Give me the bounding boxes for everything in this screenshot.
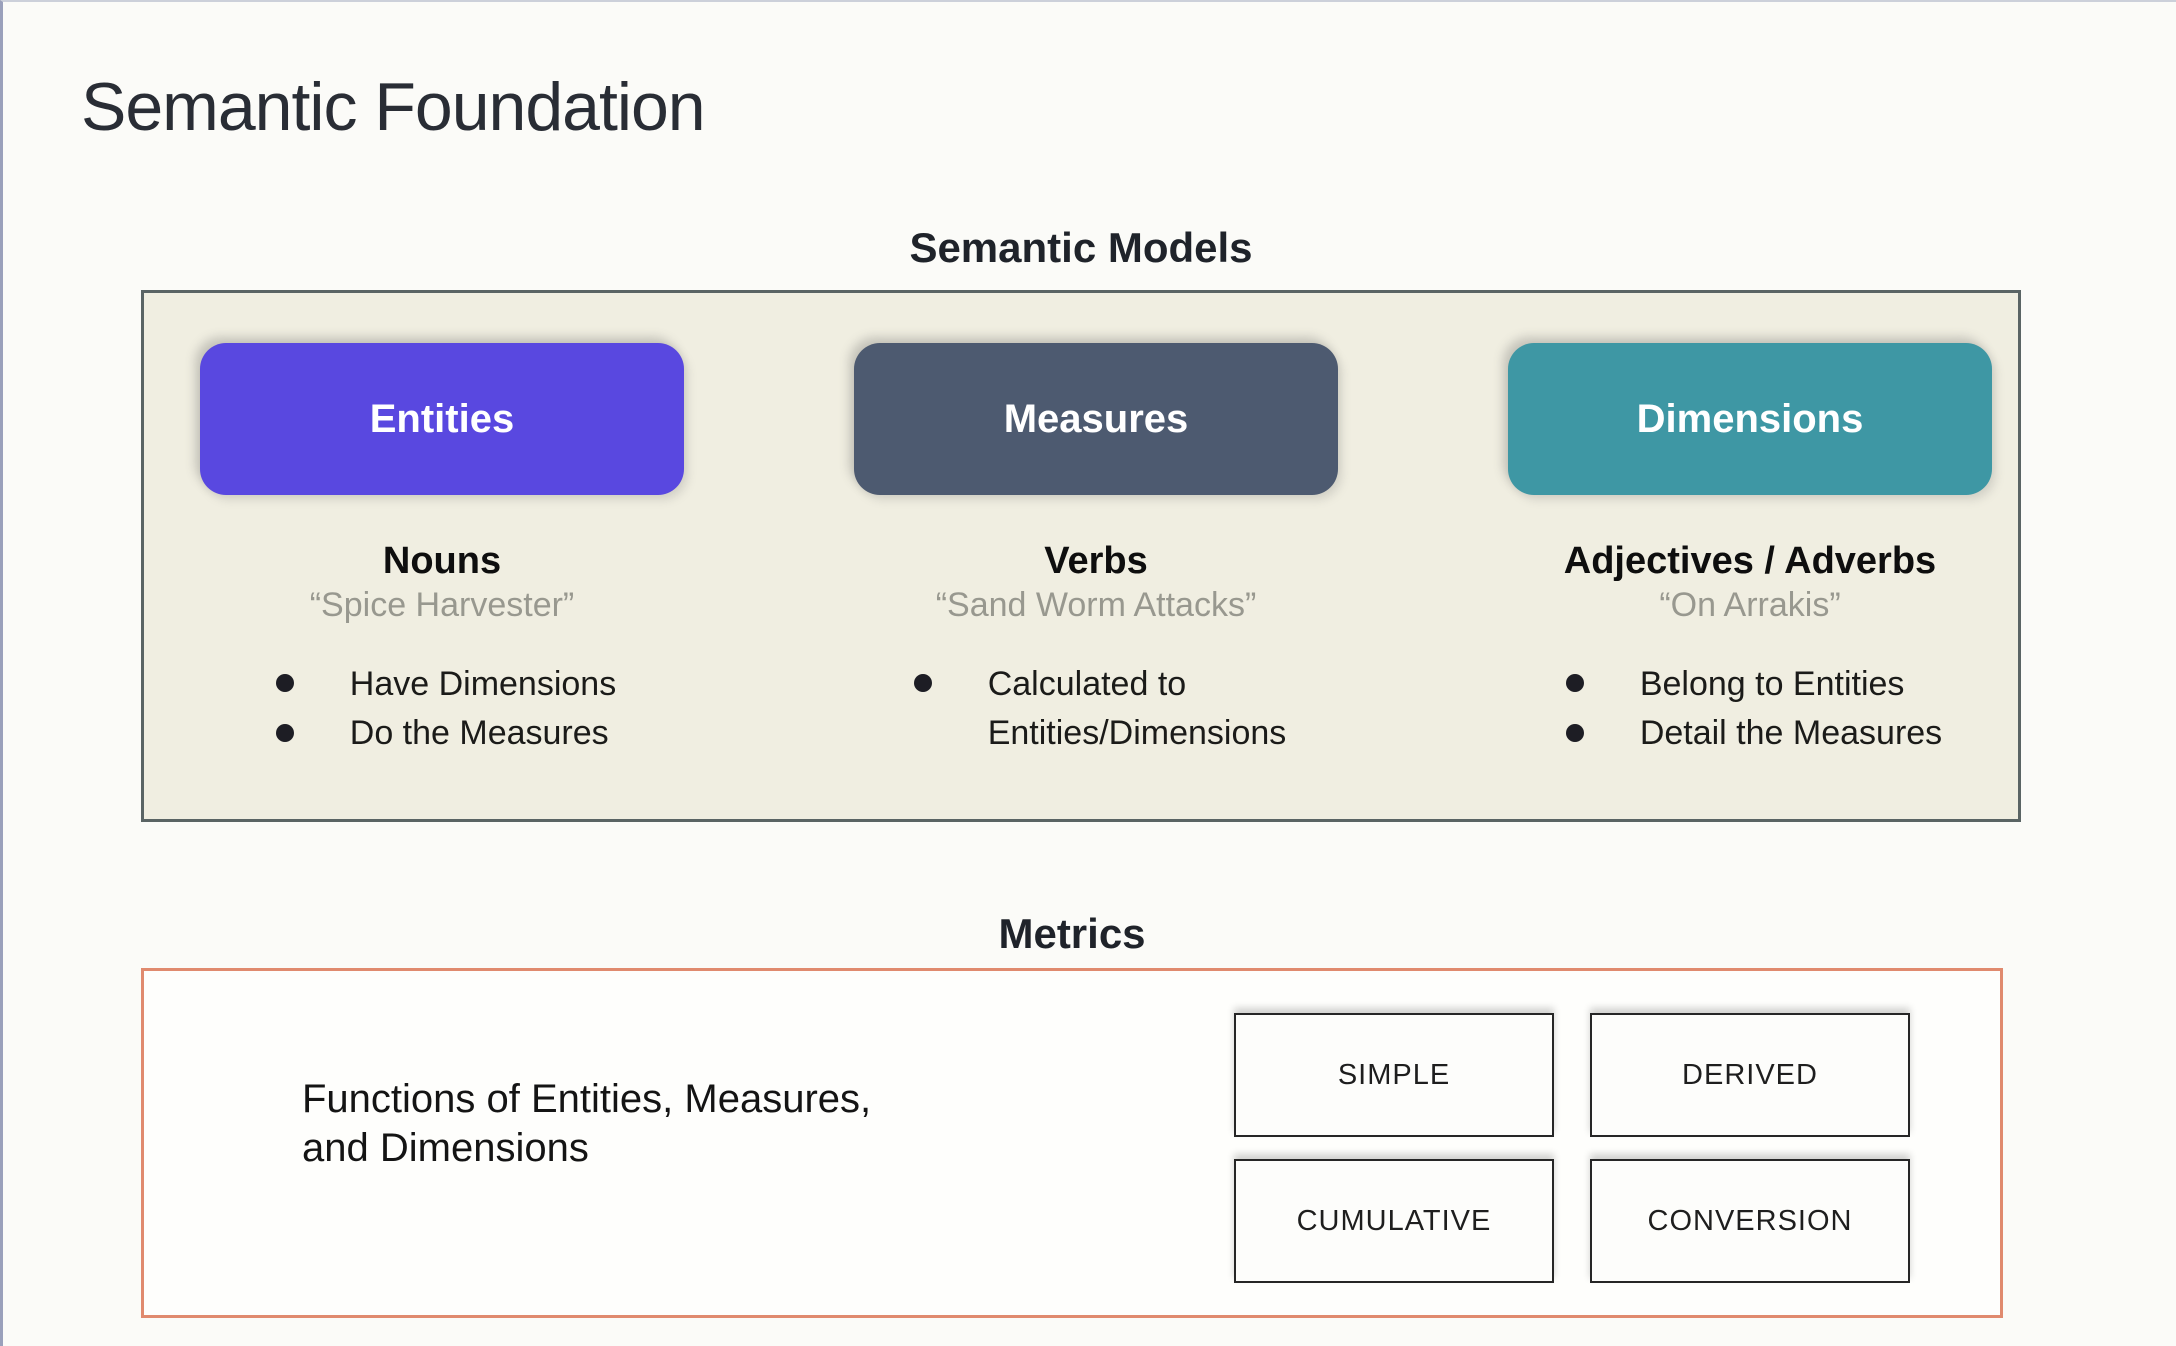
metrics-heading: Metrics — [998, 910, 1146, 957]
metric-box-cumulative: CUMULATIVE — [1234, 1159, 1554, 1283]
metric-box-simple: SIMPLE — [1234, 1013, 1554, 1137]
dimensions-quote: “On Arrakis” — [1659, 585, 1841, 624]
entities-heading: Nouns — [382, 540, 502, 582]
bullet-item: Belong to Entities — [1558, 660, 1942, 709]
measures-pill: Measures — [854, 343, 1338, 495]
bullet-item: Do the Measures — [268, 709, 616, 758]
entities-column: Entities Nouns “Spice Harvester” Have Di… — [200, 343, 684, 819]
metrics-description: Functions of Entities, Measures, and Dim… — [302, 1077, 872, 1170]
entities-pill: Entities — [200, 343, 684, 495]
semantic-models-heading: Semantic Models — [909, 224, 1253, 271]
dimensions-heading: Adjectives / Adverbs — [1563, 540, 1937, 582]
entities-bullet-list: Have Dimensions Do the Measures — [268, 660, 616, 759]
metric-box-conversion: CONVERSION — [1590, 1159, 1910, 1283]
bullet-item: Detail the Measures — [1558, 709, 1942, 758]
metrics-grid: SIMPLE DERIVED CUMULATIVE CONVERSION — [1234, 1013, 1910, 1283]
semantic-models-box: Entities Nouns “Spice Harvester” Have Di… — [141, 290, 2021, 822]
entities-quote: “Spice Harvester” — [309, 585, 575, 624]
dimensions-pill: Dimensions — [1508, 343, 1992, 495]
measures-heading: Verbs — [1044, 540, 1148, 582]
dimensions-bullet-list: Belong to Entities Detail the Measures — [1558, 660, 1942, 759]
measures-column: Measures Verbs “Sand Worm Attacks” Calcu… — [854, 343, 1338, 819]
bullet-item: Calculated to Entities/Dimensions — [906, 660, 1286, 759]
metrics-box: Functions of Entities, Measures, and Dim… — [141, 968, 2003, 1318]
page-title: Semantic Foundation — [81, 69, 706, 145]
dimensions-column: Dimensions Adjectives / Adverbs “On Arra… — [1508, 343, 1992, 819]
measures-quote: “Sand Worm Attacks” — [935, 585, 1257, 624]
bullet-item: Have Dimensions — [268, 660, 616, 709]
metric-box-derived: DERIVED — [1590, 1013, 1910, 1137]
measures-bullet-list: Calculated to Entities/Dimensions — [906, 660, 1286, 759]
